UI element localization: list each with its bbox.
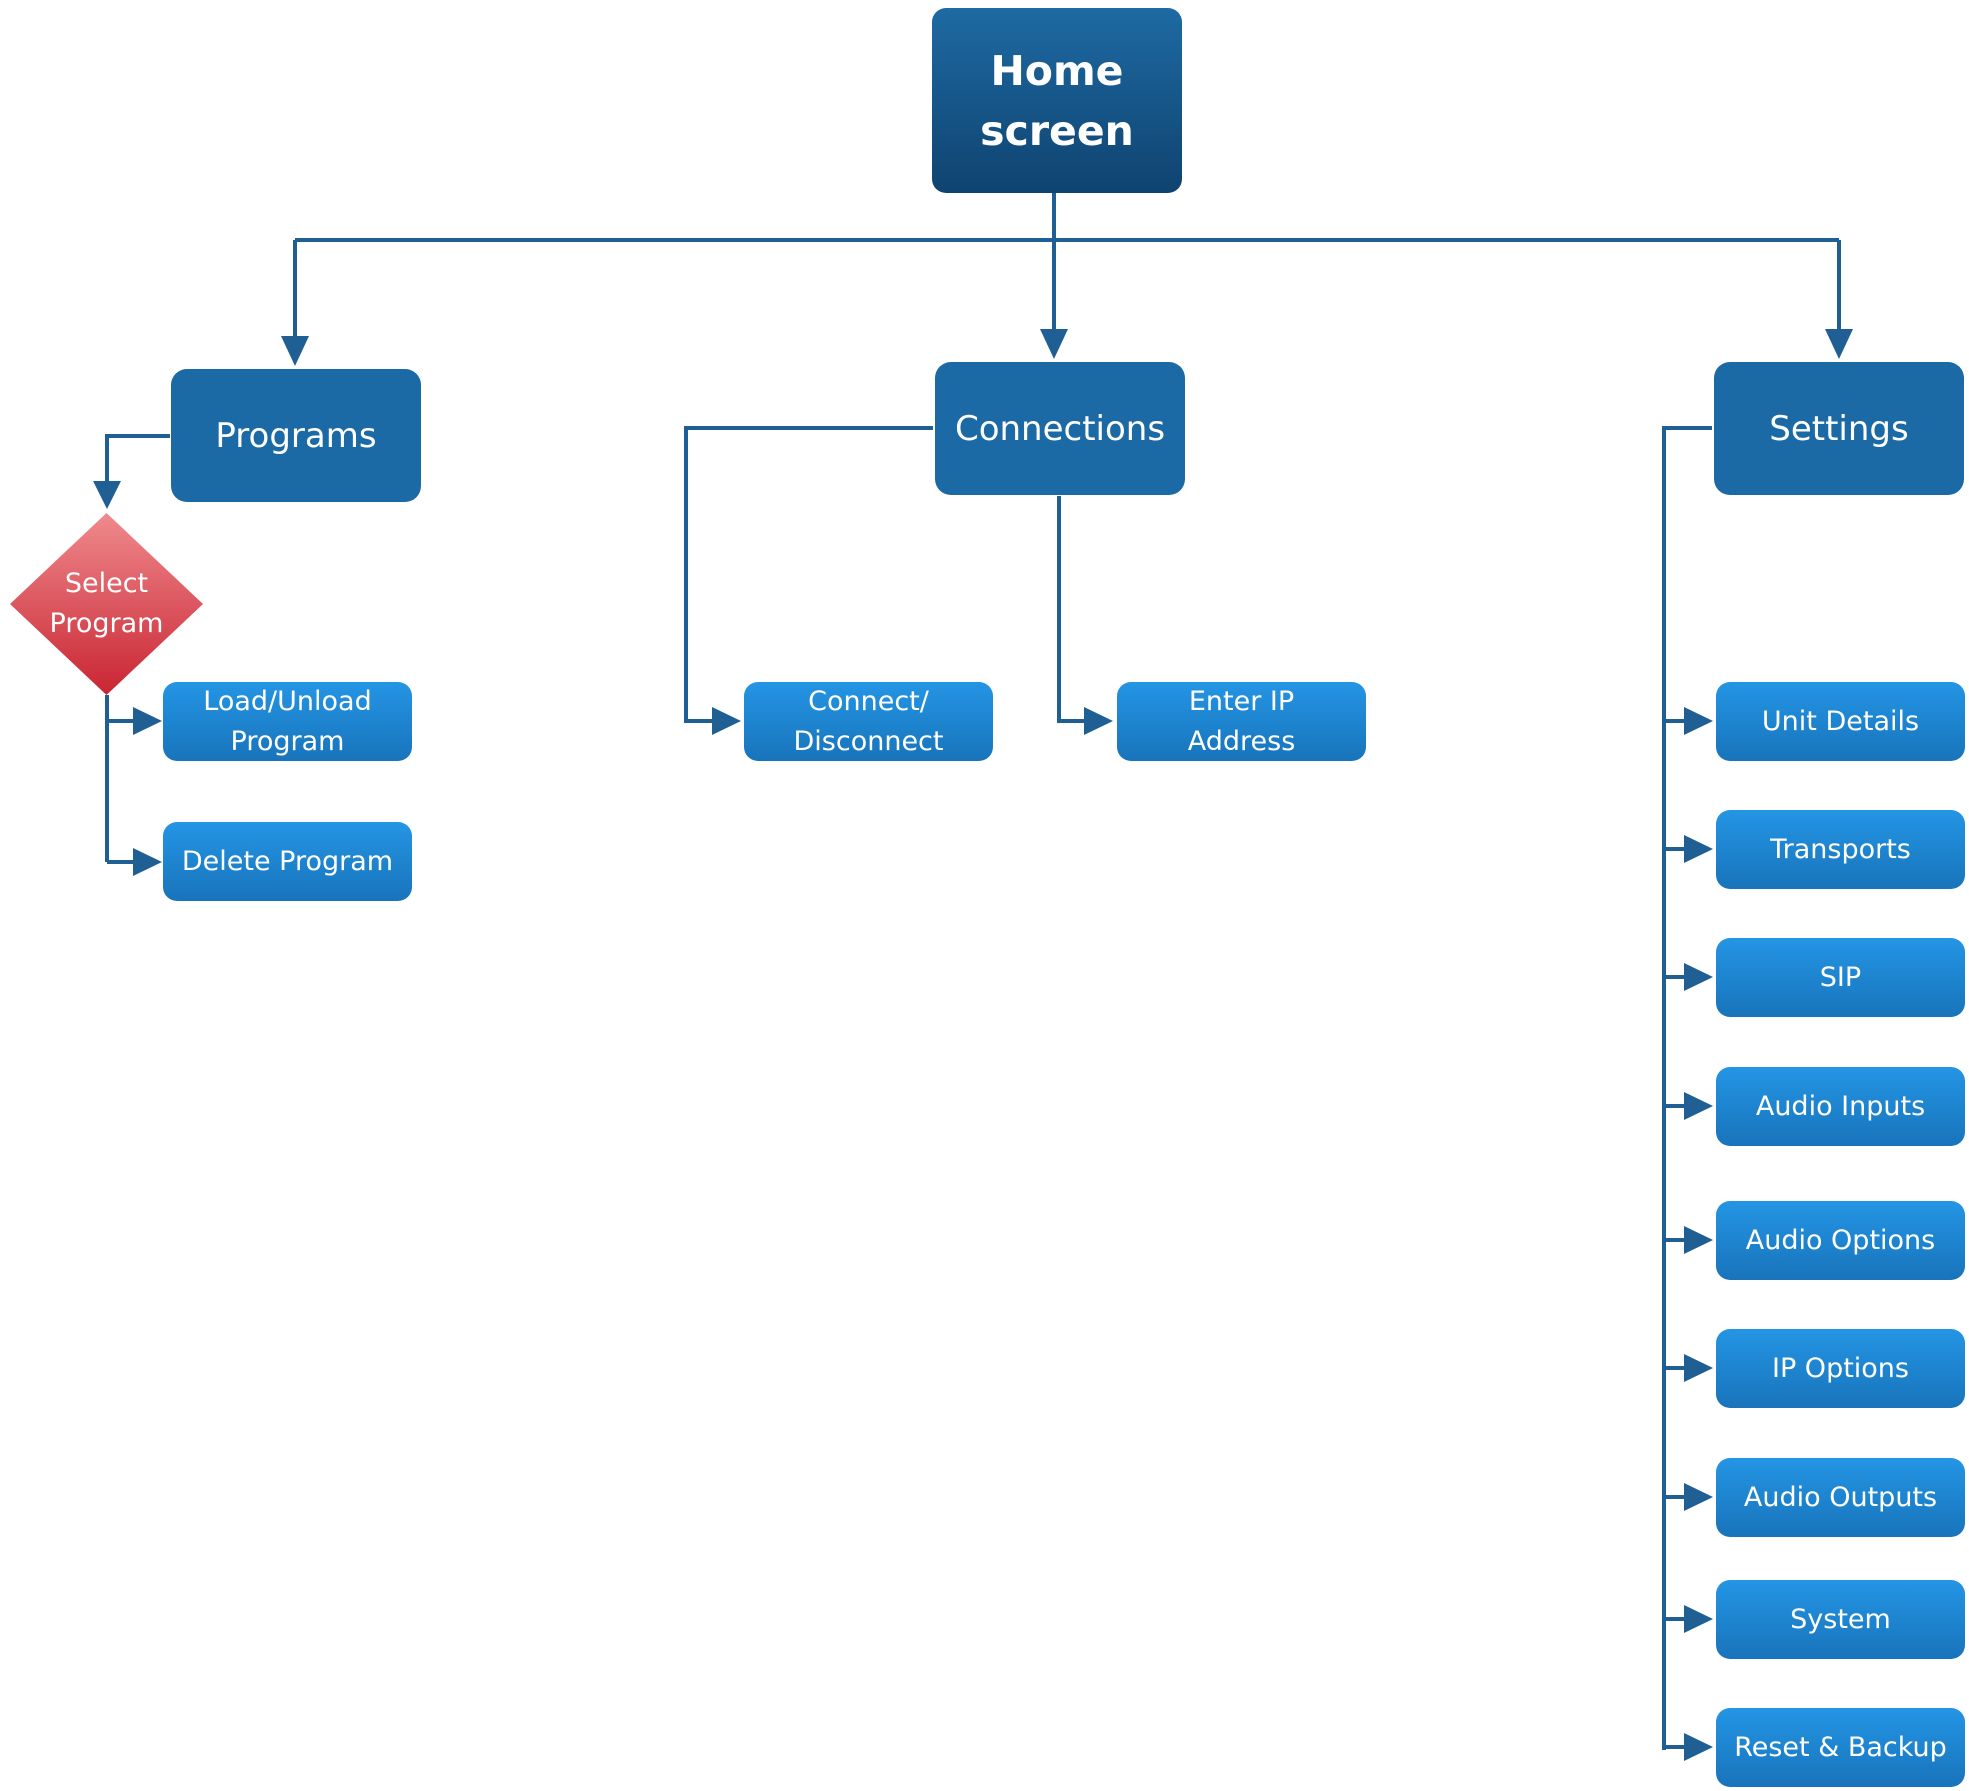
arrowhead-delete-program (133, 848, 162, 876)
connector-to-connect-disconnect (684, 426, 933, 723)
enter-ip-address-node[interactable]: Enter IP Address (1117, 682, 1366, 761)
audio-outputs-node[interactable]: Audio Outputs (1716, 1458, 1965, 1537)
audio-inputs-node[interactable]: Audio Inputs (1716, 1067, 1965, 1146)
connector-settings-stem (1662, 426, 1712, 1750)
arrowhead-audio-options (1684, 1226, 1713, 1254)
sip-node[interactable]: SIP (1716, 938, 1965, 1017)
connector-programs-to-decision (105, 434, 170, 481)
arrowhead-system (1684, 1605, 1713, 1633)
arrowhead-audio-inputs (1684, 1092, 1713, 1120)
arrowhead-connections (1040, 329, 1068, 359)
reset-backup-node[interactable]: Reset & Backup (1716, 1708, 1965, 1787)
system-node[interactable]: System (1716, 1580, 1965, 1659)
programs-node[interactable]: Programs (171, 369, 421, 502)
arrowhead-connect-disconnect (712, 707, 741, 735)
arrowhead-sip (1684, 963, 1713, 991)
audio-options-node[interactable]: Audio Options (1716, 1201, 1965, 1280)
decision-diamond-shape (10, 513, 203, 695)
arrowhead-transports (1684, 835, 1713, 863)
select-program-label: Select Program (49, 568, 164, 639)
arrowhead-decision (93, 481, 121, 509)
delete-program-node[interactable]: Delete Program (163, 822, 412, 901)
arrowhead-ip-options (1684, 1354, 1713, 1382)
select-program-decision[interactable]: Select Program (10, 513, 203, 695)
arrowhead-unit-details (1684, 707, 1713, 735)
load-unload-program-node[interactable]: Load/Unload Program (163, 682, 412, 761)
arrowhead-reset-backup (1684, 1733, 1713, 1761)
connections-node[interactable]: Connections (935, 362, 1185, 495)
arrowhead-settings (1825, 329, 1853, 359)
settings-node[interactable]: Settings (1714, 362, 1964, 495)
connect-disconnect-node[interactable]: Connect/ Disconnect (744, 682, 993, 761)
home-screen-node[interactable]: Home screen (932, 8, 1182, 193)
unit-details-node[interactable]: Unit Details (1716, 682, 1965, 761)
transports-node[interactable]: Transports (1716, 810, 1965, 889)
connector-to-enter-ip (1057, 496, 1088, 723)
arrowhead-programs (281, 336, 309, 366)
arrowhead-enter-ip (1084, 707, 1113, 735)
arrowhead-load-unload (133, 707, 162, 735)
ip-options-node[interactable]: IP Options (1716, 1329, 1965, 1408)
arrowhead-audio-outputs (1684, 1483, 1713, 1511)
